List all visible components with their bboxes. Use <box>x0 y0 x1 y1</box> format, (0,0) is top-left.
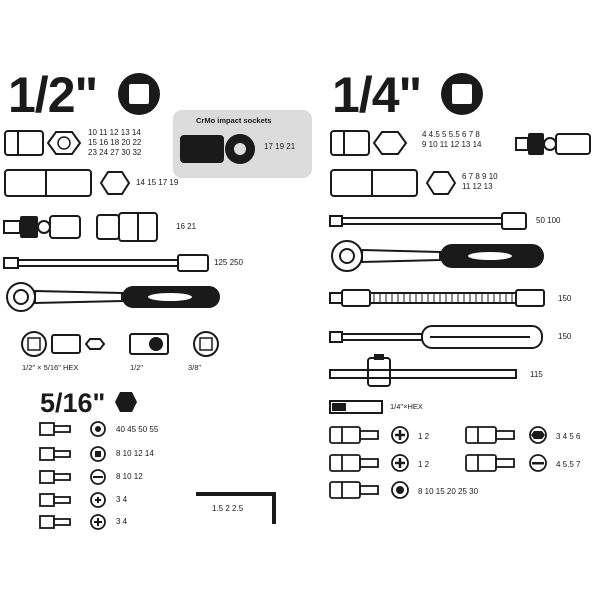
bit-ph-sizes: 1 2 <box>418 432 430 441</box>
spark-sizes: 16 21 <box>176 222 197 231</box>
half-sockets-sizes: 10 11 12 13 14 15 16 18 20 22 23 24 27 3… <box>88 128 142 157</box>
bit-pz-sizes: 1 2 <box>418 460 430 469</box>
screwdriver-size: 150 <box>558 332 572 341</box>
half-inch-title: 1/2" <box>8 67 98 123</box>
adapter-label-1: 1/2" × 5/16" HEX <box>22 363 79 372</box>
universal-joint-icon <box>3 215 81 239</box>
spinner-handle-icon <box>329 325 543 349</box>
adapter-label-2: 1/2" <box>130 363 144 372</box>
bits-hex-sizes: 8 10 12 14 <box>116 449 154 458</box>
quarter-extension-icon <box>329 212 527 230</box>
bits-title: 5/16" <box>40 388 106 418</box>
short-socket-icon <box>4 130 82 156</box>
flex-size: 150 <box>558 294 572 303</box>
t-bar-icon <box>329 354 517 387</box>
square-drive-icon-right <box>441 73 483 115</box>
right-bit-holders-2 <box>465 426 547 472</box>
quarter-sockets-sizes: 4 4.5 5 5.5 6 7 8 9 10 11 12 13 14 <box>422 130 482 149</box>
bit-hex-sizes: 3 4 5 6 <box>556 432 581 441</box>
bit-torx-sizes: 8 10 15 20 25 30 <box>418 487 479 496</box>
quarter-deep-icon <box>330 169 457 197</box>
quarter-socket-icon <box>330 130 408 156</box>
impact-sizes: 17 19 21 <box>264 142 296 151</box>
flex-extension-icon <box>329 289 545 307</box>
hex-drive-icon <box>115 392 137 412</box>
bits-slot-sizes: 8 10 12 <box>116 472 143 481</box>
allen-key-icon <box>196 492 276 524</box>
half-adapters-icon <box>21 331 219 357</box>
adapter-label-3: 3/8" <box>188 363 202 372</box>
half-extension-icon <box>3 254 209 272</box>
quarter-ext-sizes: 50 100 <box>536 216 561 225</box>
half-deep-sizes: 14 15 17 19 <box>136 178 179 187</box>
quarter-deep-sizes: 6 7 8 9 10 11 12 13 <box>462 172 498 191</box>
half-ratchet-icon <box>6 282 220 312</box>
square-drive-icon <box>118 73 160 115</box>
bits-icons <box>39 421 106 530</box>
right-bit-holders <box>329 426 409 499</box>
spark-plug-socket-icon <box>96 212 158 242</box>
impact-title: CrMo impact sockets <box>196 116 272 125</box>
hex-adapter-label: 1/4"×HEX <box>390 402 423 411</box>
quarter-ratchet-icon <box>331 240 544 272</box>
hex-adapter-icon <box>329 400 383 414</box>
deep-socket-icon <box>4 169 131 197</box>
impact-socket-icon <box>180 134 255 164</box>
half-ext-sizes: 125 250 <box>214 258 243 267</box>
bit-slot-sizes: 4 5.5 7 <box>556 460 581 469</box>
tbar-size: 115 <box>530 370 543 379</box>
bits-ph-sizes: 3 4 <box>116 517 128 526</box>
quarter-inch-title: 1/4" <box>332 67 422 123</box>
bits-torx-sizes: 40 45 50 55 <box>116 425 159 434</box>
quarter-ujoint-icon <box>515 133 591 155</box>
allen-sizes: 1.5 2 2.5 <box>212 504 244 513</box>
bits-pz-sizes: 3 4 <box>116 495 128 504</box>
